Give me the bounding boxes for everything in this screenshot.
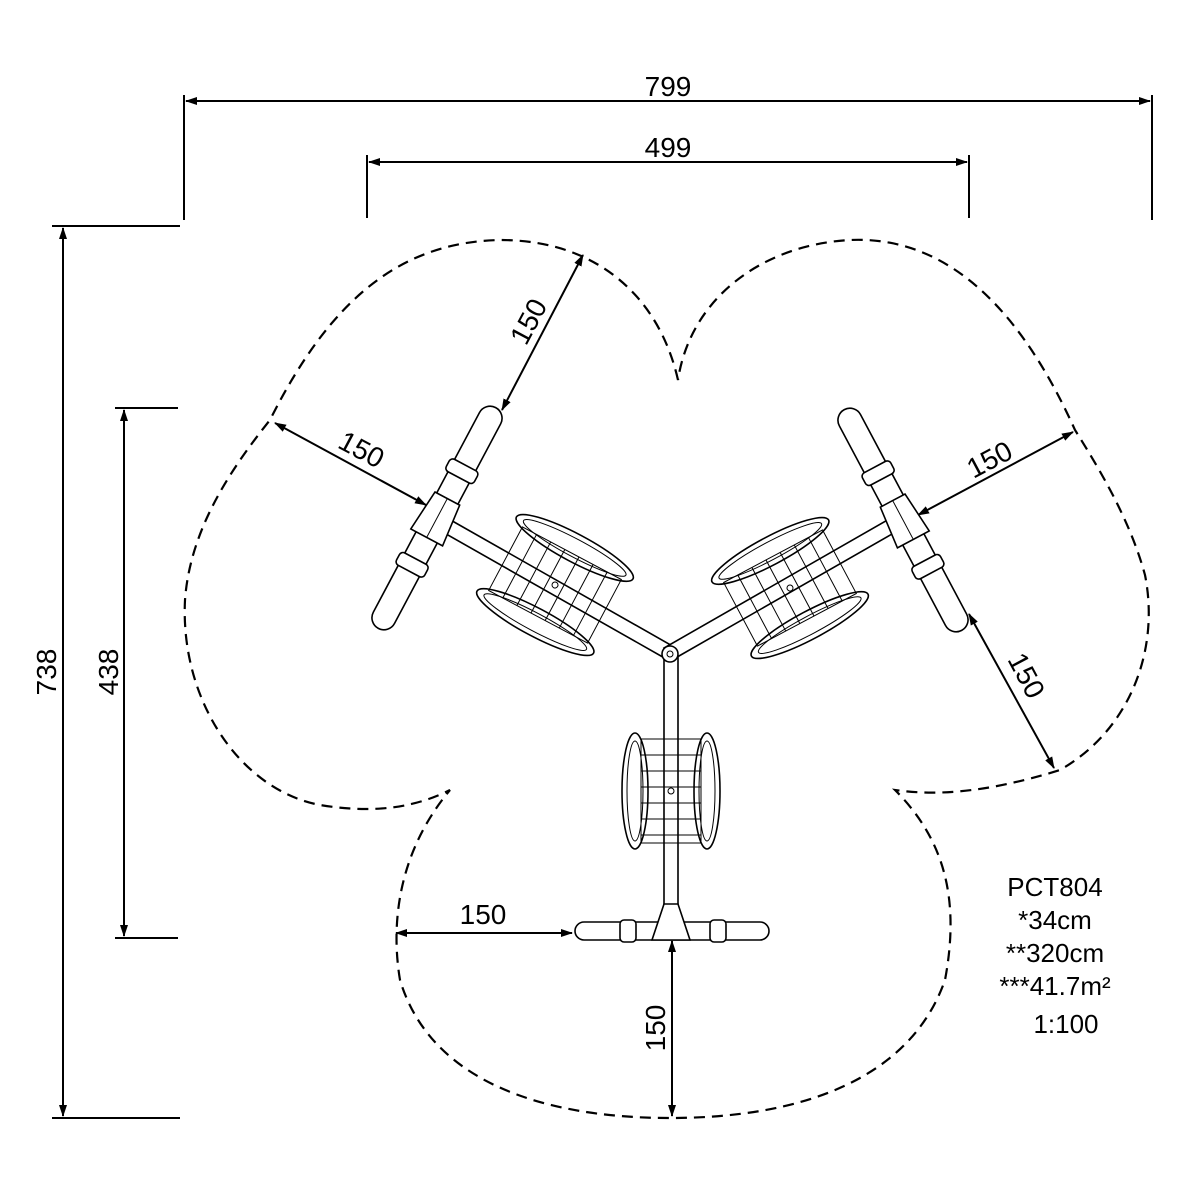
inner-width-dimension: 499	[366, 132, 970, 218]
leg-bottom	[574, 903, 770, 943]
overall-width-label: 799	[645, 71, 692, 102]
drawing-scale: 1:100	[1033, 1009, 1098, 1039]
clearance-left-upper-label: 150	[504, 294, 553, 350]
overall-height: **320cm	[1006, 938, 1104, 968]
clearance-right-lower-label: 150	[1002, 648, 1051, 704]
clearance-right-upper: 150	[917, 431, 1074, 516]
equipment-frame	[430, 512, 908, 921]
clearance-left-side: 150	[274, 422, 427, 506]
inner-width-label: 499	[645, 132, 692, 163]
swing-seat-upper-right	[710, 516, 870, 660]
swing-seat-upper-left	[475, 513, 635, 657]
clearance-bottom-side-label: 150	[460, 899, 507, 930]
overall-depth-dimension: 738	[31, 225, 180, 1119]
product-info: PCT804 *34cm **320cm ***41.7m² 1:100	[999, 872, 1111, 1039]
clearance-right-upper-label: 150	[962, 435, 1018, 484]
free-fall-height: *34cm	[1018, 905, 1092, 935]
product-code: PCT804	[1007, 872, 1102, 902]
clearance-left-side-label: 150	[334, 425, 390, 474]
clearance-bottom-down: 150	[640, 940, 676, 1117]
overall-depth-label: 738	[31, 649, 62, 696]
clearance-bottom-down-label: 150	[640, 1005, 671, 1052]
leg-upper-left	[371, 405, 503, 631]
clearance-right-lower: 150	[968, 613, 1055, 769]
center-hub	[661, 645, 679, 663]
inner-depth-label: 438	[93, 649, 124, 696]
inner-depth-dimension: 438	[93, 407, 178, 939]
clearance-left-upper: 150	[501, 254, 584, 411]
safety-area: ***41.7m²	[999, 971, 1111, 1001]
safety-zone-boundary	[183, 238, 1150, 1120]
overall-width-dimension: 799	[183, 71, 1153, 220]
swing-seat-bottom	[621, 732, 721, 850]
clearance-bottom-side: 150	[395, 899, 573, 937]
leg-upper-right	[837, 407, 969, 633]
